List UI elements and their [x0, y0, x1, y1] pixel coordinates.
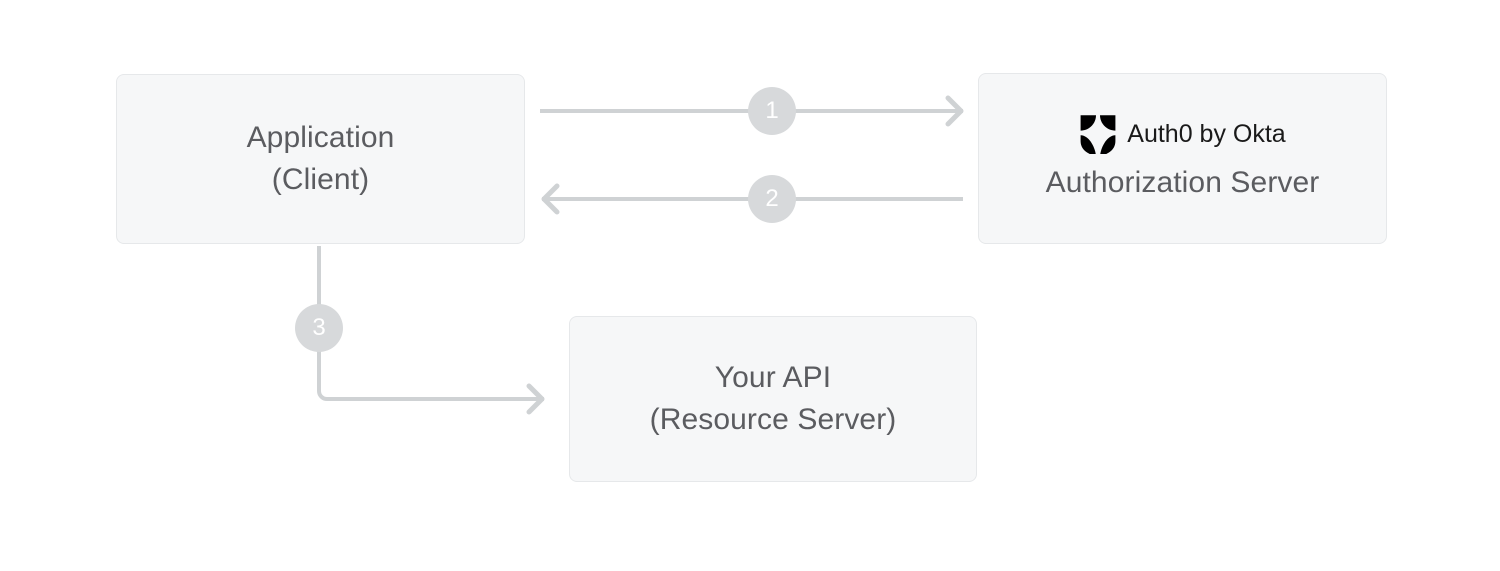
- step-badge-2-label: 2: [765, 185, 779, 212]
- step-badge-2[interactable]: 2: [748, 175, 796, 223]
- node-your-api-line2: (Resource Server): [649, 403, 897, 436]
- node-application-line1: Application: [246, 121, 395, 154]
- auth0-shield-icon: [1080, 114, 1116, 154]
- connector-3-line: [317, 246, 545, 415]
- step-badge-3-label: 3: [312, 314, 326, 341]
- node-authorization-server-line1: Authorization Server: [1045, 165, 1320, 199]
- auth0-brand-name: Auth0 by Okta: [1127, 119, 1286, 148]
- node-application-line2: (Client): [271, 163, 370, 196]
- node-your-api[interactable]: Your API (Resource Server): [569, 316, 977, 482]
- step-badge-1[interactable]: 1: [748, 87, 796, 135]
- node-your-api-line1: Your API: [714, 361, 832, 394]
- step-badge-3[interactable]: 3: [295, 304, 343, 352]
- node-authorization-server[interactable]: Auth0 by Okta Authorization Server: [978, 73, 1387, 244]
- step-badge-1-label: 1: [765, 97, 779, 124]
- node-application[interactable]: Application (Client): [116, 74, 525, 244]
- auth0-brand-lockup: Auth0 by Okta: [1079, 114, 1286, 154]
